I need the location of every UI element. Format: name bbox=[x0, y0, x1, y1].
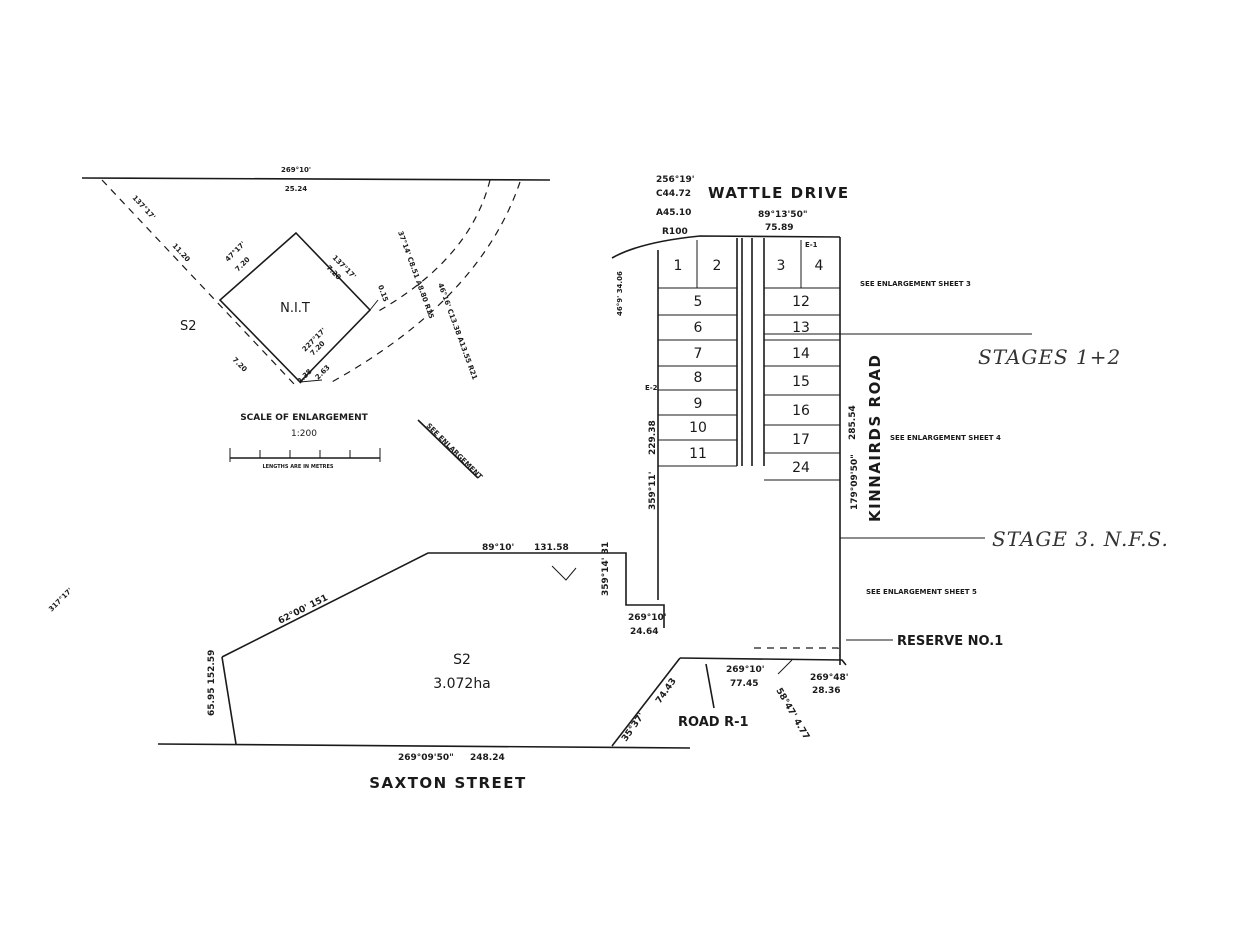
see-enlargement-arrow bbox=[417, 419, 479, 479]
left-curve-dims: 46°9' 34.06 bbox=[616, 271, 624, 316]
wattle-curve-arc: A45.10 bbox=[656, 208, 691, 218]
enl-arc-outer-dims: 37°14' C8.51 A8.80 R15 bbox=[396, 230, 435, 320]
s2-top-distance: 131.58 bbox=[534, 543, 569, 553]
south-bearing: 269°10' bbox=[726, 665, 765, 675]
south-east-distance: 28.36 bbox=[812, 686, 840, 696]
east-bearing: 179°09'50" bbox=[850, 454, 860, 510]
lot-number: 11 bbox=[689, 446, 707, 462]
nit-top-left-len: 7.20 bbox=[234, 255, 252, 273]
lot-number: 3 bbox=[777, 258, 786, 274]
s2-diagonal-dims: 62°00' 151 bbox=[277, 593, 330, 627]
wattle-curve-bearing: 256°19' bbox=[656, 175, 695, 185]
street-saxton-street: SAXTON STREET bbox=[369, 774, 527, 792]
south-c-pointer bbox=[777, 659, 793, 675]
lot-number: 6 bbox=[694, 320, 703, 336]
road-r1-pointer bbox=[705, 663, 715, 709]
street-kinnairds-road: KINNAIRDS ROAD bbox=[866, 354, 884, 523]
street-wattle-drive: WATTLE DRIVE bbox=[708, 184, 850, 202]
enl-top-bearing: 269°10' bbox=[281, 166, 311, 174]
s2-step-bearing: 359°14' 31 bbox=[601, 542, 611, 596]
enl-s2-label: S2 bbox=[180, 319, 197, 334]
wattle-straight-distance: 75.89 bbox=[765, 223, 793, 233]
s2-west-boundary bbox=[221, 656, 237, 745]
wattle-straight-bearing: 89°13'50" bbox=[758, 210, 808, 220]
subdivision-stages-1-2: 1 2 5 6 7 8 9 10 11 3 4 12 13 14 15 16 1… bbox=[611, 175, 1032, 665]
s2-corner-detail bbox=[551, 565, 577, 581]
s2-step2-bearing: 269°10' bbox=[628, 613, 667, 623]
road-r1-distance: 74.43 bbox=[654, 677, 679, 706]
saxton-distance: 248.24 bbox=[470, 753, 505, 763]
west-bearing: 359°11' bbox=[648, 471, 658, 510]
see-sheet-5: SEE ENLARGEMENT SHEET 5 bbox=[866, 588, 977, 596]
south-east-bearing: 269°48' bbox=[810, 673, 849, 683]
reserve-label: RESERVE NO.1 bbox=[897, 634, 1003, 649]
s2-step2-distance: 24.64 bbox=[630, 627, 658, 637]
enl-left-distance: 11.20 bbox=[171, 242, 192, 264]
lot-number: 2 bbox=[713, 258, 722, 274]
road-r1-label: ROAD R-1 bbox=[678, 715, 749, 730]
see-enlargement-label: SEE ENLARGEMENT bbox=[425, 422, 484, 481]
lot-number: 16 bbox=[792, 403, 810, 419]
wattle-drive-frontage bbox=[611, 235, 841, 259]
enlargement-inset: 269°10' 25.24 137°17' 11.20 N.I.T S2 47°… bbox=[47, 166, 551, 614]
handwritten-stage-3: STAGE 3. N.F.S. bbox=[992, 527, 1169, 551]
enl-top-distance: 25.24 bbox=[285, 185, 307, 193]
s2-name: S2 bbox=[453, 652, 471, 668]
lot-number: 10 bbox=[689, 420, 707, 436]
west-distance: 229.38 bbox=[648, 420, 658, 455]
s2-top-bearing: 89°10' bbox=[482, 543, 514, 553]
lot-number: 14 bbox=[792, 346, 810, 362]
nit-label: N.I.T bbox=[280, 301, 310, 316]
saxton-bearing: 269°09'50" bbox=[398, 753, 454, 763]
easement-e2: E-2 bbox=[645, 384, 658, 392]
s2-area: 3.072ha bbox=[433, 676, 491, 692]
wattle-curve-radius: R100 bbox=[662, 227, 688, 237]
lot-number: 1 bbox=[674, 258, 683, 274]
lot-number: 24 bbox=[792, 460, 810, 476]
saxton-street-frontage bbox=[157, 743, 691, 749]
s2-north-boundary bbox=[221, 552, 665, 658]
south-distance: 77.45 bbox=[730, 679, 758, 689]
enlargement-arc-inner bbox=[374, 179, 491, 314]
south-c-dims: 58°47' 4.77 bbox=[773, 687, 810, 742]
lot-number: 15 bbox=[792, 374, 810, 390]
road-r1-bearing: 35°37' bbox=[620, 712, 647, 744]
s2-west-dims: 65.95 152.59 bbox=[207, 650, 217, 716]
lot-number: 8 bbox=[694, 370, 703, 386]
scale-ratio: 1:200 bbox=[291, 429, 317, 439]
see-sheet-4: SEE ENLARGEMENT SHEET 4 bbox=[890, 434, 1001, 442]
lot-number: 12 bbox=[792, 294, 810, 310]
enlargement-top-boundary bbox=[81, 177, 551, 181]
lot-number: 7 bbox=[694, 346, 703, 362]
handwritten-stages-1-2: STAGES 1+2 bbox=[978, 345, 1121, 369]
southern-boundary bbox=[679, 657, 847, 666]
reserve-boundary bbox=[754, 647, 841, 657]
enl-left-bearing: 137°17' bbox=[131, 194, 157, 221]
nit-bottom-left-len: 7.20 bbox=[231, 356, 249, 374]
easement-e1: E-1 bbox=[805, 241, 818, 249]
lot-number: 4 bbox=[815, 258, 824, 274]
parcel-s2: S2 3.072ha 89°10' 131.58 359°14' 31 269°… bbox=[157, 542, 1003, 792]
enlargement-arc-outer bbox=[329, 181, 521, 384]
lot-number: 17 bbox=[792, 432, 810, 448]
enlargement-left-dashed-boundary bbox=[101, 179, 296, 386]
east-distance: 285.54 bbox=[848, 405, 858, 440]
nit-base-line bbox=[299, 379, 323, 383]
lot-number: 13 bbox=[792, 320, 810, 336]
scale-caption: LENGTHS ARE IN METRES bbox=[262, 464, 333, 470]
wattle-curve-chord: C44.72 bbox=[656, 189, 691, 199]
see-sheet-3: SEE ENLARGEMENT SHEET 3 bbox=[860, 280, 971, 288]
lot-number: 9 bbox=[694, 396, 703, 412]
lot-number: 5 bbox=[694, 294, 703, 310]
scale-bar bbox=[229, 448, 381, 462]
scale-title: SCALE OF ENLARGEMENT bbox=[240, 413, 368, 423]
nit-bottom-left-bearing: 317°17' bbox=[47, 587, 74, 614]
road-r1-west bbox=[611, 657, 681, 747]
nit-offset-line bbox=[369, 299, 379, 311]
enl-arc-inner-dims: 46°16' C13.38 A13.55 R21 bbox=[436, 282, 479, 381]
